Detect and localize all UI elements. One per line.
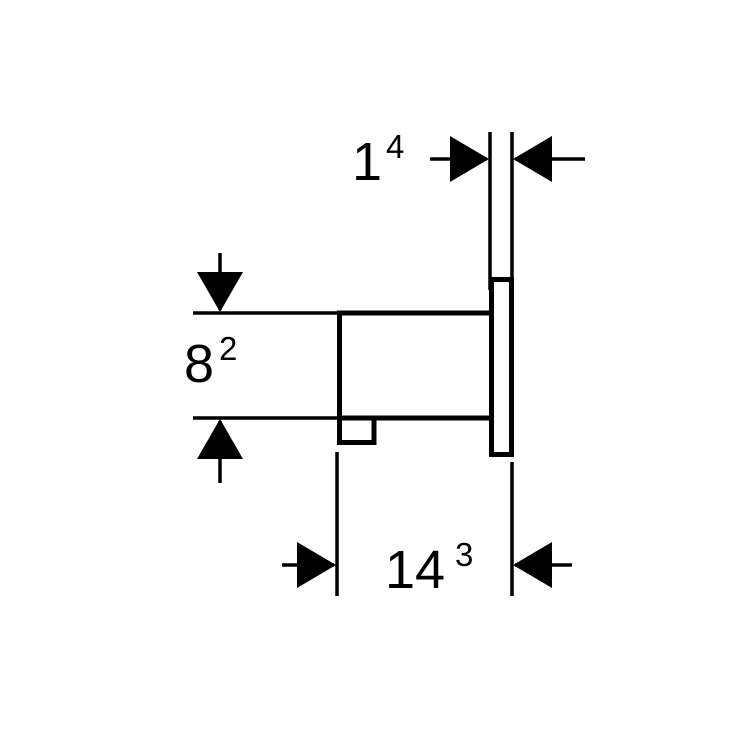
arrowhead-bottom-left (297, 542, 336, 588)
arrowhead-left-lower (197, 419, 243, 459)
arrowhead-top-right (513, 136, 552, 182)
left-height-dimension (193, 253, 340, 483)
top-width-dimension-superscript: 4 (386, 128, 404, 165)
bottom-width-dimension (282, 452, 572, 596)
flange-plate (489, 277, 514, 457)
bottom-width-dimension-value: 14 (385, 540, 445, 600)
bottom-width-dimension-superscript: 3 (455, 536, 473, 573)
top-width-dimension-value: 1 (352, 132, 382, 192)
arrowhead-bottom-right (513, 542, 552, 588)
arrowhead-top-left (450, 136, 489, 182)
bracket-profile-side-view (337, 277, 514, 457)
left-height-dimension-superscript: 2 (219, 330, 237, 367)
arrowhead-left-upper (197, 272, 243, 312)
left-height-dimension-value: 8 (184, 334, 214, 394)
top-width-dimension (430, 132, 585, 290)
